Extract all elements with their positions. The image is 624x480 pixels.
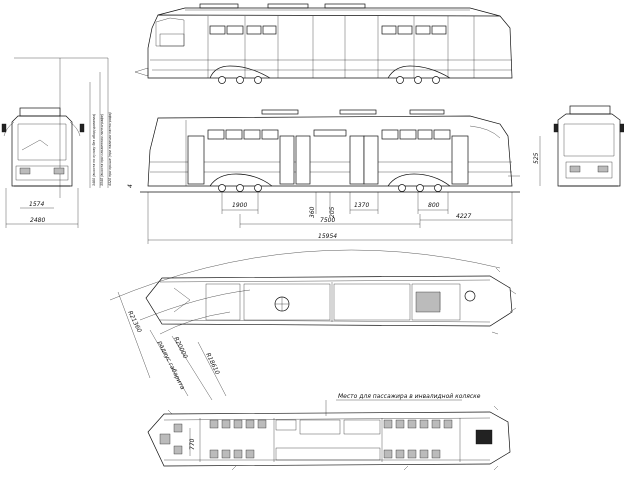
dim-radius-platform: R20000 <box>172 336 189 360</box>
dim-length: 15954 <box>318 233 337 240</box>
floor-plan: Место для пассажира в инвалидной коляске <box>147 393 511 471</box>
dim-bogie-1: 1900 <box>232 202 247 209</box>
label-wheelchair: Место для пассажира в инвалидной коляске <box>338 393 481 400</box>
dim-radius-inner: R18610 <box>204 352 221 376</box>
dim-front-height: 525 <box>533 152 540 164</box>
front-view-right <box>553 105 624 187</box>
height-note-2: 3540 (высота при сложенном пантографе) <box>100 114 104 186</box>
dim-radius-outer: R21360 <box>126 310 143 334</box>
dim-axle: 360 <box>309 206 316 218</box>
dim-tread: 205 <box>329 206 336 218</box>
roof-plan: R21360 R20000 радиус габарита R18610 <box>109 249 517 401</box>
side-elevation: 525 4 1900 360 205 1370 800 750 <box>127 109 541 244</box>
dim-overhang: 4227 <box>456 213 471 220</box>
front-view-left: 3480 (высота по кузову без оборудования)… <box>1 57 112 228</box>
height-note-3: 3480 (высота по кузову без оборудования) <box>92 114 96 186</box>
dim-width-track: 1574 <box>29 201 44 208</box>
side-view-top <box>134 3 513 84</box>
dim-wheelbase: 7500 <box>320 217 335 224</box>
dim-width-body: 2480 <box>30 217 45 224</box>
dim-small-4: 4 <box>127 184 134 188</box>
height-note-1: 4320 при крыше (при наличии пантографа) <box>108 112 112 186</box>
dim-bogie-2: 800 <box>428 202 440 209</box>
dim-aisle: 770 <box>189 438 196 450</box>
dim-door-span: 1370 <box>354 202 369 209</box>
